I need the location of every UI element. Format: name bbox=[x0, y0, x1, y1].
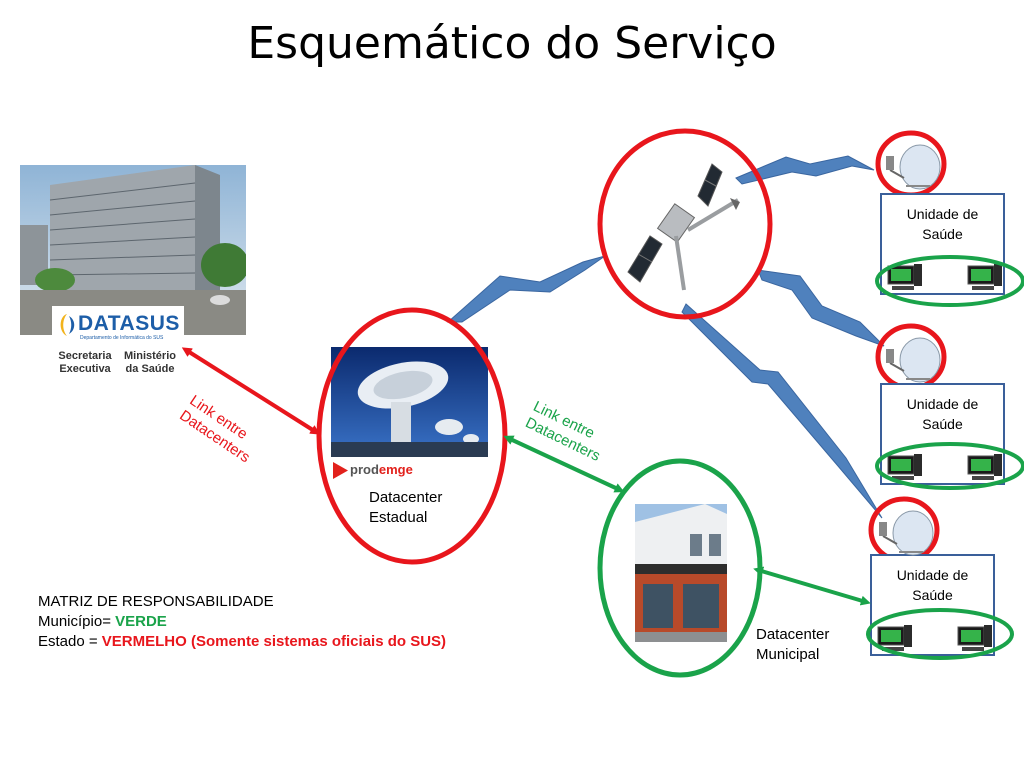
desktop-computer-icon bbox=[957, 625, 992, 651]
desktop-computer-icon bbox=[877, 625, 912, 651]
legend-heading: MATRIZ DE RESPONSABILIDADE bbox=[38, 593, 274, 610]
state-municipal-link-arrow bbox=[503, 435, 625, 493]
prodemge-logo: prodemge bbox=[350, 462, 413, 477]
prodemge-suffix: emge bbox=[378, 462, 413, 477]
datasus-state-link-arrow bbox=[181, 347, 321, 435]
health-unit-label-1: Unidade de Saúde bbox=[906, 206, 979, 242]
legend-municipio-value: VERDE bbox=[115, 613, 167, 630]
responsibility-legend: MATRIZ DE RESPONSABILIDADE Município= VE… bbox=[38, 592, 446, 652]
satellite-dish-icon bbox=[886, 144, 941, 190]
legend-estado: Estado = VERMELHO (Somente sistemas ofic… bbox=[38, 632, 446, 652]
prodemge-prefix: prod bbox=[350, 462, 379, 477]
municipal-datacenter-label: Datacenter Municipal bbox=[756, 626, 830, 663]
municipal-datacenter-green-circle bbox=[597, 458, 763, 678]
computers-green-circle-3 bbox=[866, 608, 1014, 660]
datasus-subtitle: Departamento de Informática do SUS bbox=[80, 335, 164, 341]
desktop-computer-icon bbox=[967, 454, 1002, 480]
state-datacenter-photo bbox=[331, 347, 488, 457]
datasus-logo: DATASUS Departamento de Informática do S… bbox=[52, 306, 184, 390]
wireless-link-bolt-icon bbox=[681, 303, 883, 519]
datasus-emblem-icon bbox=[60, 314, 75, 336]
desktop-computer-icon bbox=[967, 264, 1002, 290]
secretaria-executiva-label: Secretaria Executiva bbox=[58, 350, 112, 375]
desktop-computer-icon bbox=[887, 264, 922, 290]
health-unit-label-3: Unidade de Saúde bbox=[896, 567, 969, 603]
datasus-name: DATASUS bbox=[78, 312, 180, 335]
health-unit-label-2: Unidade de Saúde bbox=[906, 396, 979, 432]
ministerio-saude-label: Ministério da Saúde bbox=[124, 350, 176, 375]
legend-estado-value: VERMELHO (Somente sistemas oficiais do S… bbox=[101, 633, 447, 650]
municipal-unit-link-arrow bbox=[753, 566, 871, 606]
satellite-dish-icon bbox=[886, 337, 941, 383]
satellite-icon bbox=[627, 163, 740, 291]
wireless-link-bolt-icon bbox=[446, 255, 606, 323]
datasus-building-photo bbox=[20, 165, 246, 335]
municipal-datacenter-photo bbox=[635, 504, 727, 642]
satellite-dish-icon bbox=[879, 510, 934, 556]
wireless-link-bolt-icon bbox=[757, 269, 885, 347]
wireless-link-bolt-icon bbox=[735, 155, 875, 185]
computers-green-circle-1 bbox=[875, 255, 1024, 307]
state-datacenter-label: Datacenter Estadual bbox=[369, 489, 443, 526]
satellite-red-circle bbox=[597, 128, 773, 320]
desktop-computer-icon bbox=[887, 454, 922, 480]
legend-estado-prefix: Estado = bbox=[38, 633, 102, 650]
slide-title: Esquemático do Serviço bbox=[247, 18, 777, 69]
prodemge-emblem-icon bbox=[333, 462, 348, 479]
legend-municipio-prefix: Município= bbox=[38, 613, 116, 630]
computers-green-circle-2 bbox=[875, 442, 1024, 490]
legend-municipio: Município= VERDE bbox=[38, 612, 446, 632]
